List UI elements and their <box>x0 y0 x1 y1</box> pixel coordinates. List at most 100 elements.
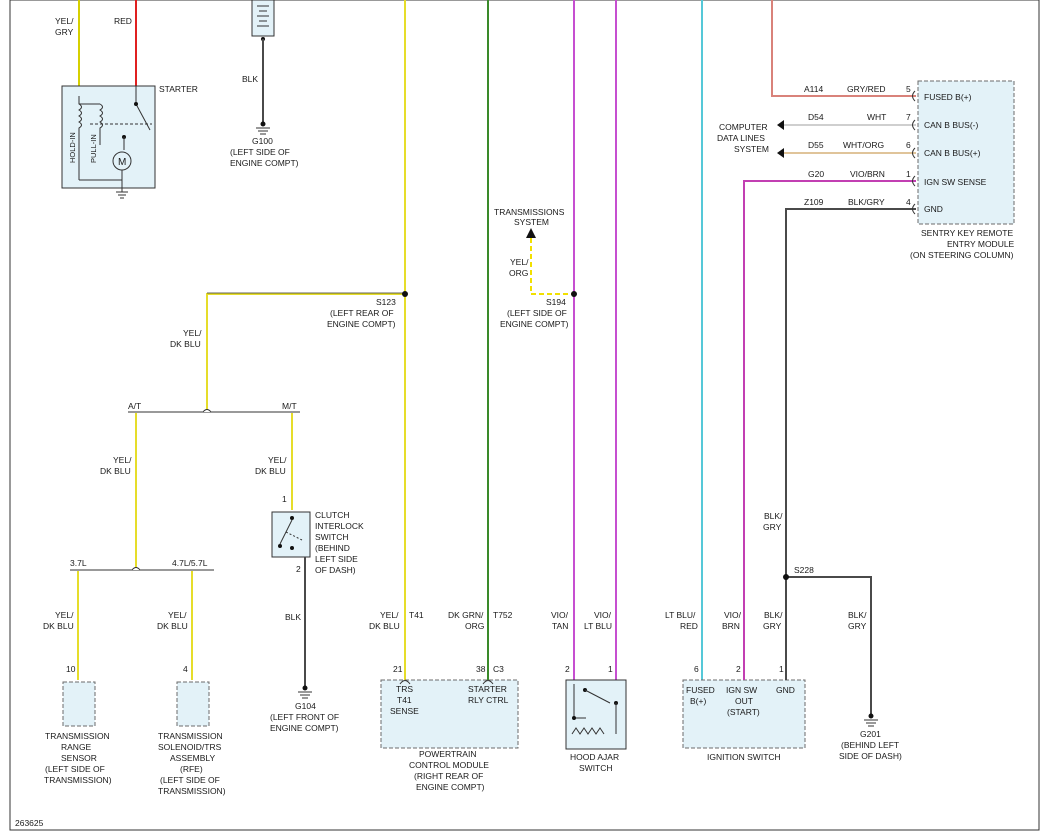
g104-ground-icon <box>298 685 312 699</box>
hood-l2: SWITCH <box>579 763 613 773</box>
clutch-actuator <box>285 531 303 541</box>
sol-l2: SOLENOID/TRS <box>158 742 222 752</box>
s123-name: S123 <box>376 297 396 307</box>
trans-wire2: ORG <box>509 268 528 278</box>
s228-wire-a: BLK/ <box>764 511 783 521</box>
starter-section: YEL/ GRY RED STARTER HOLD-IN PULL-IN M <box>55 0 198 199</box>
clutch-pin2: 2 <box>296 564 301 574</box>
s123-wire2: DK BLU <box>170 339 201 349</box>
g100-loc1: (LEFT SIDE OF <box>230 147 290 157</box>
skrem-name-3: IGN SW SENSE <box>924 177 987 187</box>
clutch-l3: SWITCH <box>315 532 349 542</box>
s123-splice-dot <box>402 291 408 297</box>
hold-in-label: HOLD-IN <box>68 132 77 163</box>
trs-wire2: DK BLU <box>43 621 74 631</box>
hood-l1: HOOD AJAR <box>570 752 619 762</box>
pcm-s2: RLY CTRL <box>468 695 509 705</box>
pcm-box <box>380 679 519 749</box>
pcm-l1: POWERTRAIN <box>419 749 476 759</box>
starter-contact-dot <box>134 102 138 106</box>
s228-wire-b: GRY <box>763 522 782 532</box>
hold-in-coil-icon <box>78 96 82 180</box>
pcm-w2b: ORG <box>465 621 484 631</box>
starter-box <box>61 85 156 189</box>
trs-l2: RANGE <box>61 742 92 752</box>
trs-l4: (LEFT SIDE OF <box>45 764 105 774</box>
ign-t1a: FUSED <box>686 685 715 695</box>
sol-pin: 4 <box>183 664 188 674</box>
motor-label: M <box>118 157 126 168</box>
ignition-switch-section: LT BLU/ RED VIO/ BRN BLK/ GRY 6 2 1 FUSE… <box>665 610 806 762</box>
skrem-circuit-0: A114 <box>804 84 823 94</box>
skrem-color-3: VIO/BRN <box>850 169 885 179</box>
pcm-w1b: DK BLU <box>369 621 400 631</box>
g201-ground-icon <box>864 713 878 727</box>
pcm-w1a: YEL/ <box>380 610 399 620</box>
sol-wire2: DK BLU <box>157 621 188 631</box>
engine-branch-hop <box>131 567 141 571</box>
g100-loc2: ENGINE COMPT) <box>230 158 299 168</box>
pcm-l4: ENGINE COMPT) <box>416 782 485 792</box>
g104-name: G104 <box>295 701 316 711</box>
g100-wire-label: BLK <box>242 74 258 84</box>
wire-blk-gry-gnd <box>785 208 916 680</box>
g100-ground-icon <box>256 121 270 135</box>
skrem-pin-0: 5 <box>906 84 911 94</box>
hood-pin1: 2 <box>565 664 570 674</box>
trans-sys-l2: SYSTEM <box>514 217 549 227</box>
s123-wire1: YEL/ <box>183 328 202 338</box>
ign-t2b: OUT <box>735 696 753 706</box>
pcm-w2a: DK GRN/ <box>448 610 484 620</box>
g104-loc2: ENGINE COMPT) <box>270 723 339 733</box>
starter-ground-icon <box>116 188 128 199</box>
pcm-s1: STARTER <box>468 684 507 694</box>
sol-l1: TRANSMISSION <box>158 731 223 741</box>
skrem-module: A114 GRY/RED 5 FUSED B(+) D54 WHT 7 CAN … <box>804 80 1015 260</box>
skrem-color-0: GRY/RED <box>847 84 886 94</box>
hood-w1b: TAN <box>552 621 568 631</box>
s123-loc2: ENGINE COMPT) <box>327 319 396 329</box>
hood-ground-zigzag <box>571 727 605 735</box>
hood-w1a: VIO/ <box>551 610 569 620</box>
clutch-l5: LEFT SIDE <box>315 554 358 564</box>
starter-contact-arm <box>135 103 151 131</box>
clutch-l1: CLUTCH <box>315 510 349 520</box>
ign-pin1: 6 <box>694 664 699 674</box>
trs-pin: 10 <box>66 664 76 674</box>
pcm-section: YEL/ DK BLU T41 DK GRN/ ORG T752 21 38 C… <box>369 610 519 792</box>
ign-pin3: 1 <box>779 664 784 674</box>
hood-ajar-section: VIO/ TAN VIO/ LT BLU 2 1 HOOD AJAR SWITC… <box>551 610 627 773</box>
wire-vio-brn-ign-sense <box>743 180 916 680</box>
sol-l4: (RFE) <box>180 764 203 774</box>
skrem-pin-1: 7 <box>906 112 911 122</box>
wire-yel-dkblu-s123 <box>206 293 405 410</box>
s123-section: S123 (LEFT REAR OF ENGINE COMPT) YEL/ DK… <box>70 291 408 680</box>
trs-wire1: YEL/ <box>55 610 74 620</box>
wire-gry-red-fused <box>771 0 916 97</box>
clutch-pin1: 1 <box>282 494 287 504</box>
pcm-w2c: T752 <box>493 610 513 620</box>
s194-loc2: ENGINE COMPT) <box>500 319 569 329</box>
g201-loc2: SIDE OF DASH) <box>839 751 902 761</box>
branch-37: 3.7L <box>70 558 87 568</box>
ign-w2b: BRN <box>722 621 740 631</box>
pcm-pin2-arc <box>482 680 494 685</box>
clutch-l4: (BEHIND <box>315 543 350 553</box>
can-minus-arrow-icon <box>777 120 784 130</box>
s194-splice-dot <box>571 291 577 297</box>
trs-l5: TRANSMISSION) <box>44 775 112 785</box>
hood-w2a: VIO/ <box>594 610 612 620</box>
clutch-interlock-switch: 1 CLUTCH INTERLOCK SWITCH (BEHIND LEFT S… <box>270 494 364 733</box>
branch-mt: M/T <box>282 401 297 411</box>
skrem-name-0: FUSED B(+) <box>924 92 972 102</box>
pcm-w1c: T41 <box>409 610 424 620</box>
sol-wire1: YEL/ <box>168 610 187 620</box>
g201-wire-b: GRY <box>848 621 867 631</box>
sol-l6: TRANSMISSION) <box>158 786 226 796</box>
clutch-l6: OF DASH) <box>315 565 356 575</box>
pcm-l3: (RIGHT REAR OF <box>414 771 483 781</box>
ignition-switch-box <box>682 679 806 749</box>
wire-label-yel: YEL/ <box>55 16 74 26</box>
mt-wire2: DK BLU <box>255 466 286 476</box>
